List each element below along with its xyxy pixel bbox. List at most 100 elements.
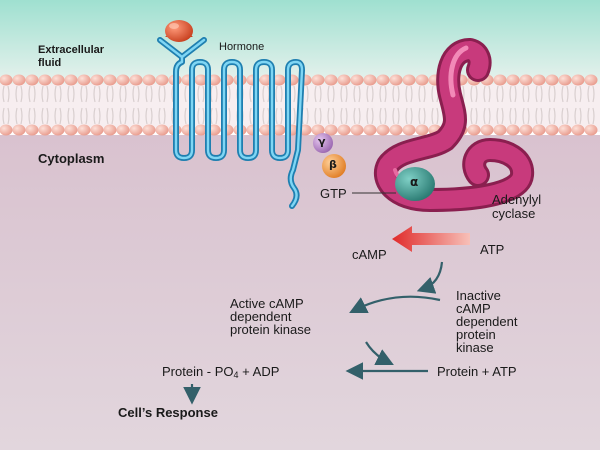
phosphorylated-protein-label: Protein - PO4 + ADP: [162, 364, 279, 380]
lipid-tail: [171, 85, 174, 103]
lipid-tail: [561, 85, 564, 103]
lipid-tail: [145, 85, 148, 103]
lipid-tail: [405, 85, 408, 103]
lipid-tail: [2, 85, 5, 103]
lipid-head: [558, 124, 572, 136]
lipid-head: [51, 124, 65, 136]
lipid-tail: [475, 85, 478, 103]
gtp-label: GTP: [320, 186, 347, 201]
lipid-tail: [202, 107, 205, 125]
lipid-tail: [535, 85, 538, 103]
lipid-tail: [202, 85, 205, 103]
lipid-tail: [119, 85, 122, 103]
lipid-tail: [314, 107, 317, 125]
lipid-head: [103, 124, 117, 136]
lipid-tail: [509, 85, 512, 103]
lipid-tail: [28, 107, 31, 125]
lipid-head: [311, 124, 325, 136]
lipid-tail: [124, 85, 127, 103]
lipid-head: [272, 124, 286, 136]
lipid-tail: [579, 107, 582, 125]
camp-label: cAMP: [352, 247, 387, 262]
lipid-tail: [340, 85, 343, 103]
lipid-head: [493, 124, 507, 136]
lipid-tail: [423, 85, 426, 103]
inactive-kinase-line-2: cAMP: [456, 301, 491, 316]
protein-atp-label: Protein + ATP: [437, 364, 517, 379]
lipid-tail: [319, 85, 322, 103]
lipid-tail: [358, 85, 361, 103]
lipid-tail: [275, 85, 278, 103]
active-kinase-line-1: Active cAMP: [230, 296, 304, 311]
lipid-tail: [124, 107, 127, 125]
lipid-tail: [423, 107, 426, 125]
inactive-kinase-line-4: protein: [456, 327, 496, 342]
lipid-head: [389, 74, 403, 86]
lipid-head: [415, 124, 429, 136]
hormone-molecule: [165, 20, 193, 42]
lipid-tail: [275, 107, 278, 125]
lipid-tail: [553, 107, 556, 125]
beta-subunit: [322, 154, 346, 178]
lipid-tail: [67, 85, 70, 103]
lipid-tail: [111, 107, 114, 125]
lipid-tail: [410, 85, 413, 103]
lipid-head: [64, 74, 78, 86]
lipid-tail: [527, 107, 530, 125]
lipid-tail: [470, 85, 473, 103]
lipid-tail: [163, 85, 166, 103]
lipid-tail: [566, 85, 569, 103]
lipid-head: [350, 74, 364, 86]
lipid-tail: [496, 85, 499, 103]
lipid-head: [376, 124, 390, 136]
lipid-tail: [483, 107, 486, 125]
active-kinase-line-2: dependent: [230, 309, 292, 324]
lipid-tail: [67, 107, 70, 125]
lipid-tail: [535, 107, 538, 125]
lipid-head: [12, 124, 26, 136]
lipid-head: [467, 124, 481, 136]
lipid-head: [571, 74, 585, 86]
lipid-tail: [384, 85, 387, 103]
lipid-tail: [522, 85, 525, 103]
lipid-tail: [163, 107, 166, 125]
lipid-tail: [54, 107, 57, 125]
lipid-tail: [137, 107, 140, 125]
lipid-head: [532, 124, 546, 136]
lipid-head: [324, 124, 338, 136]
lipid-tail: [293, 107, 296, 125]
kinase-to-phosphorylation-arrow: [365, 341, 394, 365]
lipid-head: [350, 124, 364, 136]
lipid-tail: [228, 107, 231, 125]
lipid-tail: [574, 107, 577, 125]
lipid-tail: [20, 107, 23, 125]
lipid-tail: [397, 85, 400, 103]
lipid-head: [337, 74, 351, 86]
camp-production-arrow: [392, 226, 470, 252]
lipid-tail: [345, 107, 348, 125]
lipid-tail: [197, 107, 200, 125]
lipid-tail: [527, 85, 530, 103]
lipid-tail: [405, 107, 408, 125]
lipid-tail: [228, 85, 231, 103]
lipid-head: [519, 124, 533, 136]
lipid-tail: [59, 85, 62, 103]
lipid-head: [155, 124, 169, 136]
lipid-tail: [262, 85, 265, 103]
lipid-tail: [371, 85, 374, 103]
lipid-head: [116, 74, 130, 86]
lipid-head: [272, 74, 286, 86]
lipid-head: [311, 74, 325, 86]
adenylyl-label: Adenylyl: [492, 192, 542, 207]
lipid-tail: [132, 85, 135, 103]
lipid-head: [25, 124, 39, 136]
lipid-tail: [293, 85, 296, 103]
lipid-tail: [98, 107, 101, 125]
lipid-head: [337, 124, 351, 136]
lipid-tail: [566, 107, 569, 125]
lipid-tail: [514, 85, 517, 103]
atp-label: ATP: [480, 242, 505, 257]
lipid-head: [90, 124, 104, 136]
lipid-tail: [33, 85, 36, 103]
